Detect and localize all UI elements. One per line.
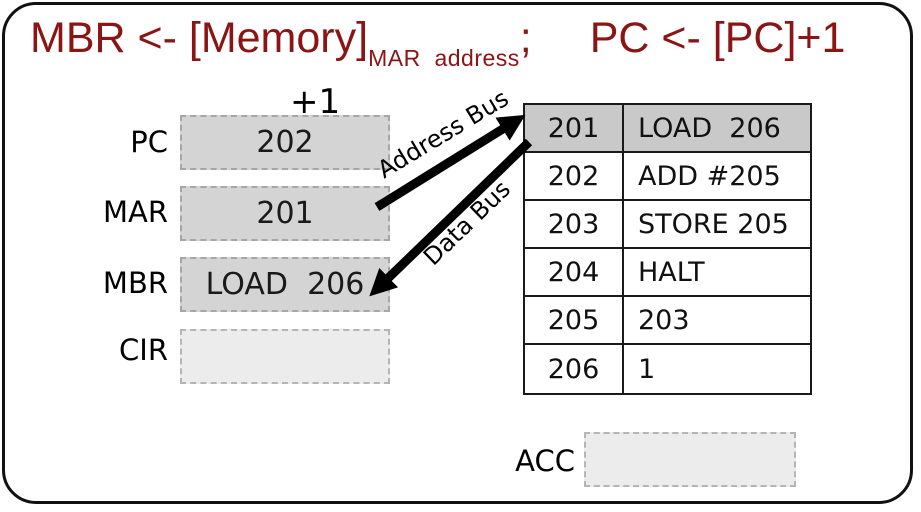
pc-increment-annotation: +1 <box>290 82 341 122</box>
title-subscript: MAR address <box>368 45 520 71</box>
acc-register-label: ACC <box>515 444 575 478</box>
cir-register-box <box>180 329 390 384</box>
title-rtn: MBR <- [Memory]MAR address; PC <- [PC]+1 <box>30 14 905 72</box>
memory-content-cell: ADD #205 <box>638 160 781 192</box>
memory-row-204: 204 HALT <box>525 249 810 297</box>
memory-content-cell: STORE 205 <box>638 208 789 240</box>
memory-address-cell: 202 <box>525 153 624 199</box>
title-pc-increment: PC <- [PC]+1 <box>589 14 846 62</box>
memory-address-cell: 203 <box>525 201 624 247</box>
memory-content-cell: LOAD 206 <box>638 112 781 144</box>
memory-content-cell: HALT <box>638 256 705 288</box>
pc-register-box: 202 <box>180 115 390 170</box>
memory-address-cell: 205 <box>525 297 624 343</box>
memory-row-206: 206 1 <box>525 345 810 393</box>
title-mbr-transfer: MBR <- [Memory] <box>30 14 369 62</box>
cir-register-label: CIR <box>119 333 168 367</box>
pc-register-value: 202 <box>256 125 314 160</box>
memory-row-202: 202 ADD #205 <box>525 153 810 201</box>
mbr-register-label: MBR <box>102 266 168 300</box>
memory-table: 201 LOAD 206 202 ADD #205 203 STORE 205 … <box>523 103 812 395</box>
memory-row-201: 201 LOAD 206 <box>525 105 810 153</box>
memory-address-cell: 204 <box>525 249 624 295</box>
mbr-register-value: LOAD 206 <box>205 267 365 302</box>
mar-register-box: 201 <box>180 186 390 241</box>
mar-register-value: 201 <box>256 196 314 231</box>
memory-content-cell: 203 <box>638 304 690 336</box>
memory-address-cell: 206 <box>525 345 624 393</box>
title-separator: ; <box>519 14 532 62</box>
memory-content-cell: 1 <box>638 353 656 385</box>
memory-row-205: 205 203 <box>525 297 810 345</box>
pc-register-label: PC <box>130 125 168 159</box>
memory-address-cell: 201 <box>525 105 624 151</box>
memory-row-203: 203 STORE 205 <box>525 201 810 249</box>
mbr-register-box: LOAD 206 <box>180 257 390 312</box>
mar-register-label: MAR <box>102 195 168 229</box>
acc-register-box <box>584 432 796 487</box>
